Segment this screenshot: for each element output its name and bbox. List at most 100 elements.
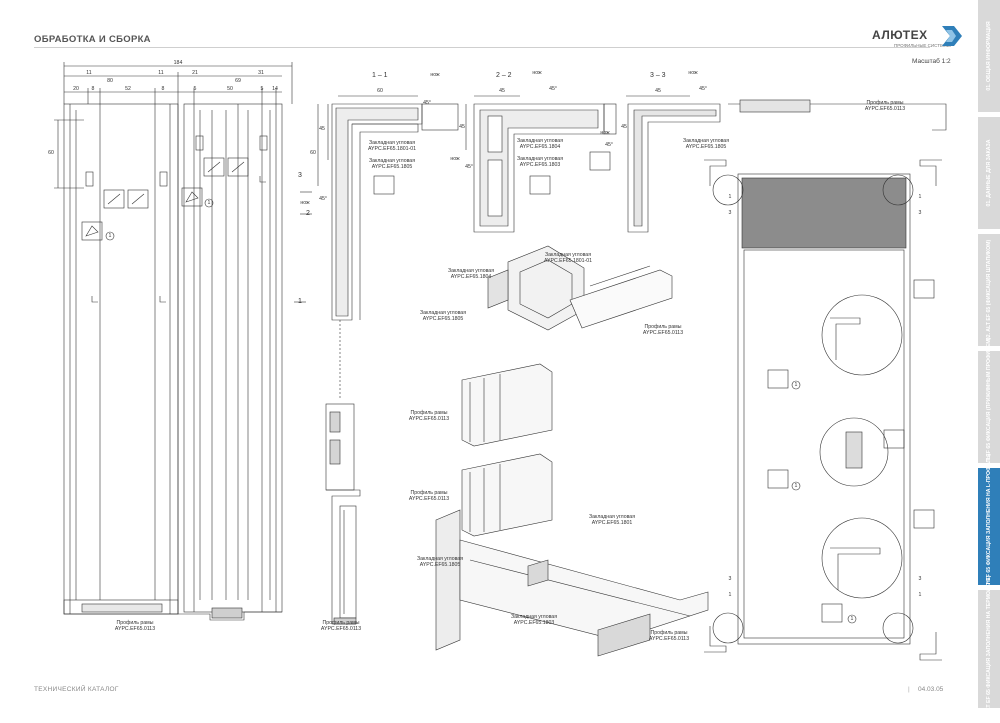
step-number: 1 [794,382,798,388]
label-line: Закладная угловая [588,514,636,520]
frame-elevation [54,62,306,621]
label-line: AYPC.EF65.1805 [371,164,413,170]
label-line: AYPC.EF65.1803 [513,620,555,626]
label-corner-1805-s3: Закладная угловая AYPC.EF65.1805 [666,138,746,150]
dim-seg: 21 [192,70,198,76]
zoom-detail-slot [819,417,889,487]
profile-right-outline [183,103,283,613]
section-mark [159,296,166,303]
brand-logo: АЛЮТЕХ ПРОФИЛЬНЫЕ СИСТЕМЫ [872,26,968,52]
frame-assembly [373,99,947,661]
iso-frame-profile [461,453,553,537]
corner-insert [487,115,503,153]
header-divider [34,47,930,48]
saw-icon-stroke [231,161,245,173]
dim-seg: 31 [258,70,264,76]
label-iso-frame: Профиль рамы AYPC.EF65.0113 [628,324,698,336]
tab-general-info[interactable]: 01. ОБЩАЯ ИНФОРМАЦИЯ [978,0,1000,112]
hand-icon-stroke [185,191,199,203]
dim-right: 5 [260,86,264,92]
zoom-detail-corner-lower [821,517,903,599]
saw-icon [227,157,249,177]
top-profile-fill [739,99,811,113]
zoom-corner-profile [830,547,881,590]
zoom-slot [845,431,863,469]
tool-tag: нож [688,70,698,76]
label-line: Закладная угловая [516,156,564,162]
iso-insert-bottom [597,613,651,657]
dim-sec2-side: 45 [459,124,465,130]
label-line: Профиль рамы [644,324,682,330]
label-corner-1803: Закладная угловая AYPC.EF65.1803 [500,156,580,168]
label-line: AYPC.EF65.1805 [685,144,727,150]
iso-profile [569,269,673,329]
frame-outline [737,173,911,645]
label-iso-1805: Закладная угловая AYPC.EF65.1805 [408,310,478,322]
logo-text: АЛЮТЕХ [872,28,928,42]
dim-seg: 11 [158,70,164,76]
technical-drawing [54,62,947,661]
glove-hand-icon [767,469,789,489]
label-line: Закладная угловая [416,556,464,562]
step-number: 1 [207,200,211,206]
logo-subtitle: ПРОФИЛЬНЫЕ СИСТЕМЫ [894,43,951,48]
step-number: 1 [728,592,732,598]
profile-section-fill [335,107,419,317]
dim-left: 20 [73,86,79,92]
label-line: AYPC.EF65.0113 [408,496,450,502]
label-iso-frame-lower: Профиль рамы AYPC.EF65.0113 [394,490,464,502]
lower-profile-fill [329,411,341,433]
label-line: AYPC.EF65.1801 [591,520,633,526]
step-circle [791,481,801,491]
tab-thermal-tape[interactable]: 05. ALT EF 65 ФИКСАЦИЯ ЗАПОЛНЕНИЯ НА ТЕР… [978,575,1000,723]
tab-order-data[interactable]: 01. ДАННЫЕ ДЛЯ ЗАКАЗА [978,117,1000,229]
glove-hand-icon [81,221,103,241]
tool-tag: нож [430,72,440,78]
tab-pressure-profile[interactable]: 03. ALT EF 65 ФИКСАЦИЯ (ПРИЖИМНЫМ ПРОФИЛ… [978,338,1000,476]
corner-profile [919,159,942,186]
tool-icons [81,157,249,241]
label-frame-profile-top: Профиль рамы AYPC.EF65.0113 [850,100,920,112]
profile-bottom-fill [81,603,163,613]
detail-circle [712,174,744,206]
label-line: Профиль рамы [322,620,360,626]
label-line: AYPC.EF65.1804 [519,144,561,150]
section-mark [259,176,266,183]
label-line: AYPC.EF65.0113 [648,636,690,642]
saw-icon-stroke [207,161,221,173]
label-corner-1801-01: Закладная угловая AYPC.EF65.1801-01 [352,140,432,152]
saw-icon [373,175,395,195]
detail-circle [882,612,914,644]
dim-right: 5 [193,86,197,92]
tab-l-profile[interactable]: 04. ALT EF 65 ФИКСАЦИЯ ЗАПОЛНЕНИЯ НА L-П… [978,453,1000,600]
glove-hand-icon [181,187,203,207]
dim-left: 52 [125,86,131,92]
dim-sec2: 45 [499,88,505,94]
lower-profile-web [339,505,357,619]
dim-sec1-h: 60 [310,150,316,156]
angle-label: 45° [549,86,557,92]
dim-seg: 11 [86,70,92,76]
step-number: 1 [794,483,798,489]
label-line: AYPC.EF65.1801-01 [367,146,417,152]
profile-inner-line [352,123,419,320]
section-title-3: 3 – 3 [650,72,666,79]
footer-separator: | [908,686,910,693]
section-mark-3: 3 [298,172,302,179]
zoom-detail-corner [821,294,903,376]
profile-section-outline [627,103,721,233]
label-line: Закладная угловая [368,140,416,146]
dim-sec3-side: 45 [621,124,627,130]
dim-sec1: 60 [377,88,383,94]
angle-label: 45° [699,86,707,92]
label-iso-frame-mid: Профиль рамы AYPC.EF65.0113 [394,410,464,422]
tab-glazing-bead[interactable]: 02. ALT EF 65 (ФИКСАЦИЯ ШТАПИКОМ) [978,234,1000,346]
angle-label: 45° [605,142,613,148]
top-profile [728,103,947,131]
step-number: 3 [728,210,732,216]
section-2-2 [465,95,617,233]
iso-frame-profile [461,363,553,447]
tool-tag: нож [532,70,542,76]
corner-profile [704,159,727,186]
label-iso-1801-01: Закладная угловая AYPC.EF65.1801-01 [528,252,608,264]
